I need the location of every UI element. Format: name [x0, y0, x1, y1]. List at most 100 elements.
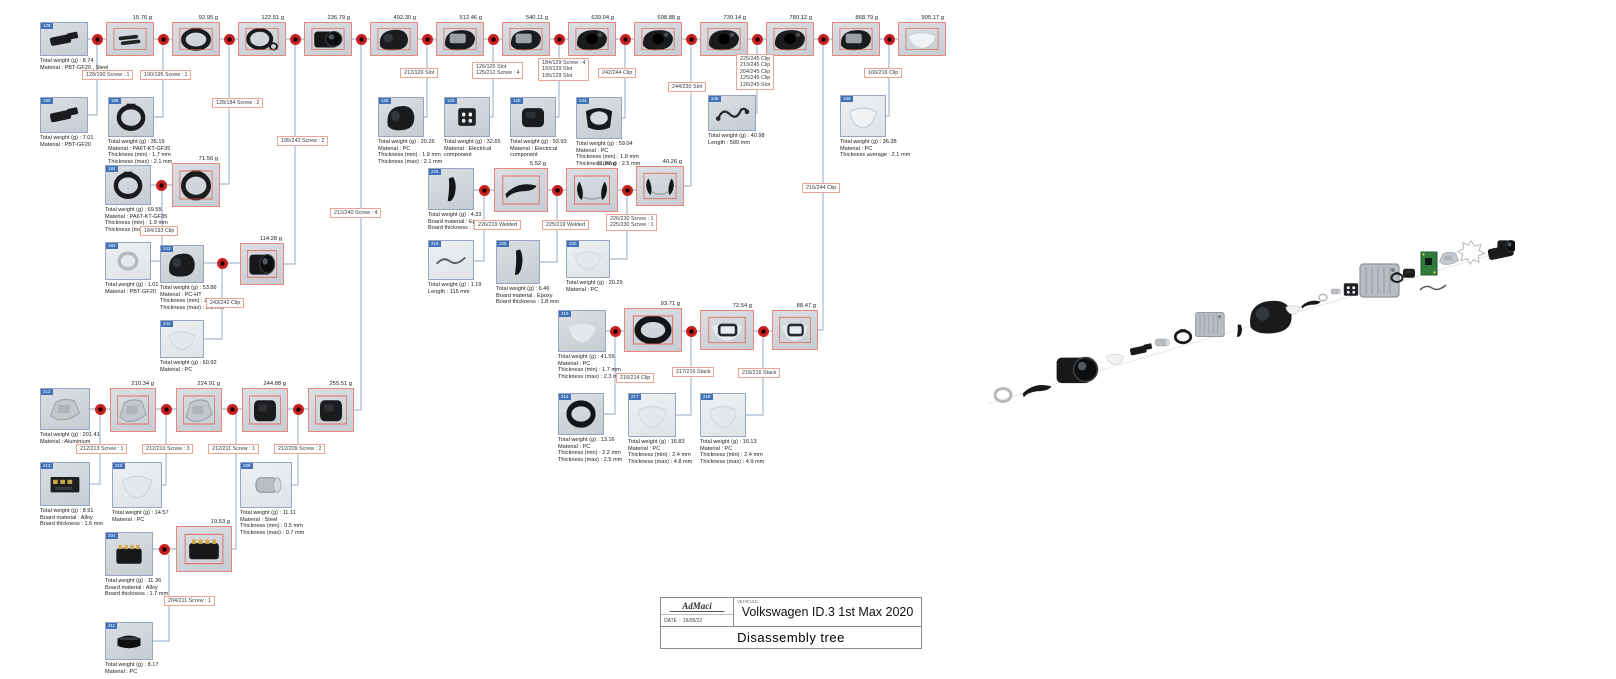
part-id-tag: 226 — [429, 169, 441, 175]
disassembly-joint-dot — [478, 184, 490, 196]
disassembly-joint-dot — [551, 184, 563, 196]
disassembly-joint-dot — [619, 33, 631, 45]
assembly-weight: 512.46 g — [459, 15, 482, 21]
part-id-tag: 210 — [113, 463, 125, 469]
part-id-tag: 126 — [379, 98, 391, 104]
disassembly-joint-dot — [487, 33, 499, 45]
assembly-box: 210.34 g — [110, 381, 156, 432]
part-id-tag: 214 — [559, 394, 571, 400]
title-block-top-row: AdMaci DATE : 19/05/22 VEHICULE : Volksw… — [661, 598, 921, 627]
assembly-box: 639.04 g — [568, 15, 616, 56]
part-id-tag: 216 — [559, 311, 571, 317]
disassembly-joint-dot — [553, 33, 565, 45]
assembly-weight: 236.79 g — [327, 15, 350, 21]
disassembly-joint-dot — [751, 33, 763, 45]
assembly-box: 40.26 g — [636, 159, 684, 206]
connection-label: 212/213 Screw : 1 — [76, 444, 128, 455]
connection-label: 212/211 Screw : 1 — [208, 444, 260, 455]
part-id-tag: 245 — [709, 96, 721, 102]
part-box-226: 226 — [428, 168, 474, 210]
part-box-211: 211 — [105, 622, 153, 660]
assembly-box: 114.28 g — [240, 236, 284, 285]
part-id-tag: 166 — [841, 96, 853, 102]
disassembly-joint-dot — [621, 184, 633, 196]
assembly-box: 19.53 g — [176, 519, 232, 572]
assembly-box: 93.71 g — [624, 301, 682, 352]
part-box-242: 242 — [160, 320, 204, 358]
part-box-244: 244 — [576, 97, 622, 139]
part-box-204: 204 — [105, 532, 153, 576]
assembly-box: 512.46 g — [436, 15, 484, 56]
assembly-weight: 780.12 g — [789, 15, 812, 21]
assembly-box: 739.14 g — [700, 15, 748, 56]
connection-label: 225/219 Welded — [542, 220, 590, 231]
assembly-weight: 92.95 g — [198, 15, 218, 21]
disassembly-joint-dot — [817, 33, 829, 45]
assembly-weight: 5.52 g — [529, 161, 546, 167]
assembly-weight: 71.56 g — [198, 156, 218, 162]
disassembly-joint-dot — [421, 33, 433, 45]
connection-label: 212/126 Slot — [400, 68, 439, 79]
logo-cell: AdMaci DATE : 19/05/22 — [661, 598, 734, 626]
assembly-box: 698.88 g — [634, 15, 682, 56]
assembly-box: 905.17 g — [898, 15, 946, 56]
assembly-weight: 698.88 g — [657, 15, 680, 21]
connection-label: 128/184 Screw : 2 — [212, 98, 264, 109]
title-block: AdMaci DATE : 19/05/22 VEHICULE : Volksw… — [660, 597, 922, 649]
connection-label: 242/244 Clip — [598, 68, 637, 79]
disassembly-joint-dot — [757, 325, 769, 337]
part-id-tag: 212 — [41, 389, 53, 395]
disassembly-joint-dot — [609, 325, 621, 337]
assembly-weight: 93.71 g — [660, 301, 680, 307]
part-id-tag: 211 — [106, 623, 118, 629]
part-box-225: 225 — [496, 240, 540, 284]
connection-label: 166/216 Clip — [864, 68, 903, 79]
vehicle-cell: VEHICULE : Volkswagen ID.3 1st Max 2020 — [734, 598, 921, 626]
assembly-box: 72.54 g — [700, 303, 754, 350]
connection-label: 244/230 Slot — [668, 82, 707, 93]
part-id-tag: 217 — [629, 394, 641, 400]
part-box-230: 230 — [566, 240, 610, 278]
assembly-box: 92.95 g — [172, 15, 220, 56]
assembly-weight: 255.51 g — [329, 381, 352, 387]
disassembly-joint-dot — [223, 33, 235, 45]
disassembly-joint-dot — [158, 543, 170, 555]
assembly-weight: 905.17 g — [921, 15, 944, 21]
disassembly-joint-dot — [292, 403, 304, 415]
part-id-tag: 230 — [567, 241, 579, 247]
assembly-weight: 540.11 g — [525, 15, 548, 21]
part-id-tag: 184 — [106, 166, 118, 172]
assembly-weight: 11.97 g — [597, 161, 616, 167]
assembly-weight: 19.53 g — [210, 519, 230, 525]
part-box-243: 243 — [160, 245, 204, 283]
exploded-view-image — [986, 239, 1515, 405]
part-id-tag: 195 — [109, 98, 121, 104]
part-id-tag: 213 — [41, 463, 53, 469]
part-box-209: 209 — [240, 462, 292, 508]
part-id-tag: 129 — [511, 98, 523, 104]
assembly-weight: 114.28 g — [259, 236, 282, 242]
connection-label: 226/219 Welded — [474, 220, 522, 231]
date-row: DATE : 19/05/22 — [661, 615, 733, 626]
disassembly-joint-dot — [91, 33, 103, 45]
disassembly-joint-dot — [883, 33, 895, 45]
connection-label: 204/211 Screw : 1 — [164, 596, 216, 607]
assembly-weight: 210.34 g — [131, 381, 154, 387]
